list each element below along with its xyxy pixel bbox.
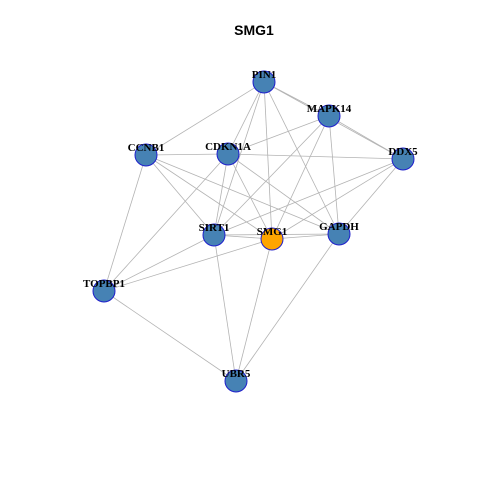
edge-ddx5-gapdh	[338, 158, 404, 235]
edge-pin1-cdkn1a	[227, 81, 265, 155]
edge-pin1-sirt1	[213, 81, 265, 236]
diagram-title: SMG1	[234, 22, 274, 38]
edge-ddx5-sirt1	[213, 158, 404, 236]
node-label-sirt1: SIRT1	[199, 222, 230, 234]
node-label-smg1: SMG1	[257, 226, 288, 238]
node-label-gapdh: GAPDH	[319, 221, 359, 233]
edge-mapk14-sirt1	[213, 115, 330, 236]
node-label-cdkn1a: CDKN1A	[205, 141, 251, 153]
edge-smg1-ubr5	[235, 238, 273, 382]
node-cdkn1a	[216, 142, 240, 166]
edge-cdkn1a-sirt1	[213, 153, 229, 236]
edge-ddx5-smg1	[271, 158, 404, 240]
edges-layer	[103, 81, 404, 382]
node-sirt1	[202, 223, 226, 247]
edge-mapk14-cdkn1a	[227, 115, 330, 155]
edge-gapdh-ubr5	[235, 233, 340, 382]
node-mapk14	[317, 104, 341, 128]
node-ubr5	[224, 369, 248, 393]
node-gapdh	[327, 222, 351, 246]
edge-ccnb1-topbp1	[103, 154, 147, 292]
node-topbp1	[92, 279, 116, 303]
edge-sirt1-ubr5	[213, 234, 237, 382]
edge-cdkn1a-gapdh	[227, 153, 340, 235]
edge-ccnb1-smg1	[145, 154, 273, 240]
edge-mapk14-smg1	[271, 115, 330, 240]
edge-cdkn1a-ddx5	[227, 153, 404, 160]
edge-ccnb1-sirt1	[145, 154, 215, 236]
edge-topbp1-ubr5	[103, 290, 237, 382]
node-label-pin1: PIN1	[252, 69, 276, 81]
node-ccnb1	[134, 143, 158, 167]
node-smg1	[260, 227, 284, 251]
node-label-ddx5: DDX5	[388, 146, 418, 158]
edge-cdkn1a-smg1	[227, 153, 273, 240]
edge-mapk14-ddx5	[328, 115, 404, 160]
edge-mapk14-gapdh	[328, 115, 340, 235]
node-label-topbp1: TOPBP1	[83, 278, 125, 290]
edge-ccnb1-gapdh	[145, 154, 340, 235]
edge-sirt1-topbp1	[103, 234, 215, 292]
edge-pin1-smg1	[263, 81, 273, 240]
nodes-layer	[92, 70, 415, 393]
edge-pin1-gapdh	[263, 81, 340, 235]
edge-ccnb1-cdkn1a	[145, 153, 229, 156]
node-label-ubr5: UBR5	[222, 368, 251, 380]
node-ddx5	[391, 147, 415, 171]
node-label-ccnb1: CCNB1	[128, 142, 165, 154]
edge-cdkn1a-topbp1	[103, 153, 229, 292]
node-pin1	[252, 70, 276, 94]
edge-smg1-topbp1	[103, 238, 273, 292]
edge-pin1-ccnb1	[145, 81, 265, 156]
node-label-mapk14: MAPK14	[307, 103, 352, 115]
